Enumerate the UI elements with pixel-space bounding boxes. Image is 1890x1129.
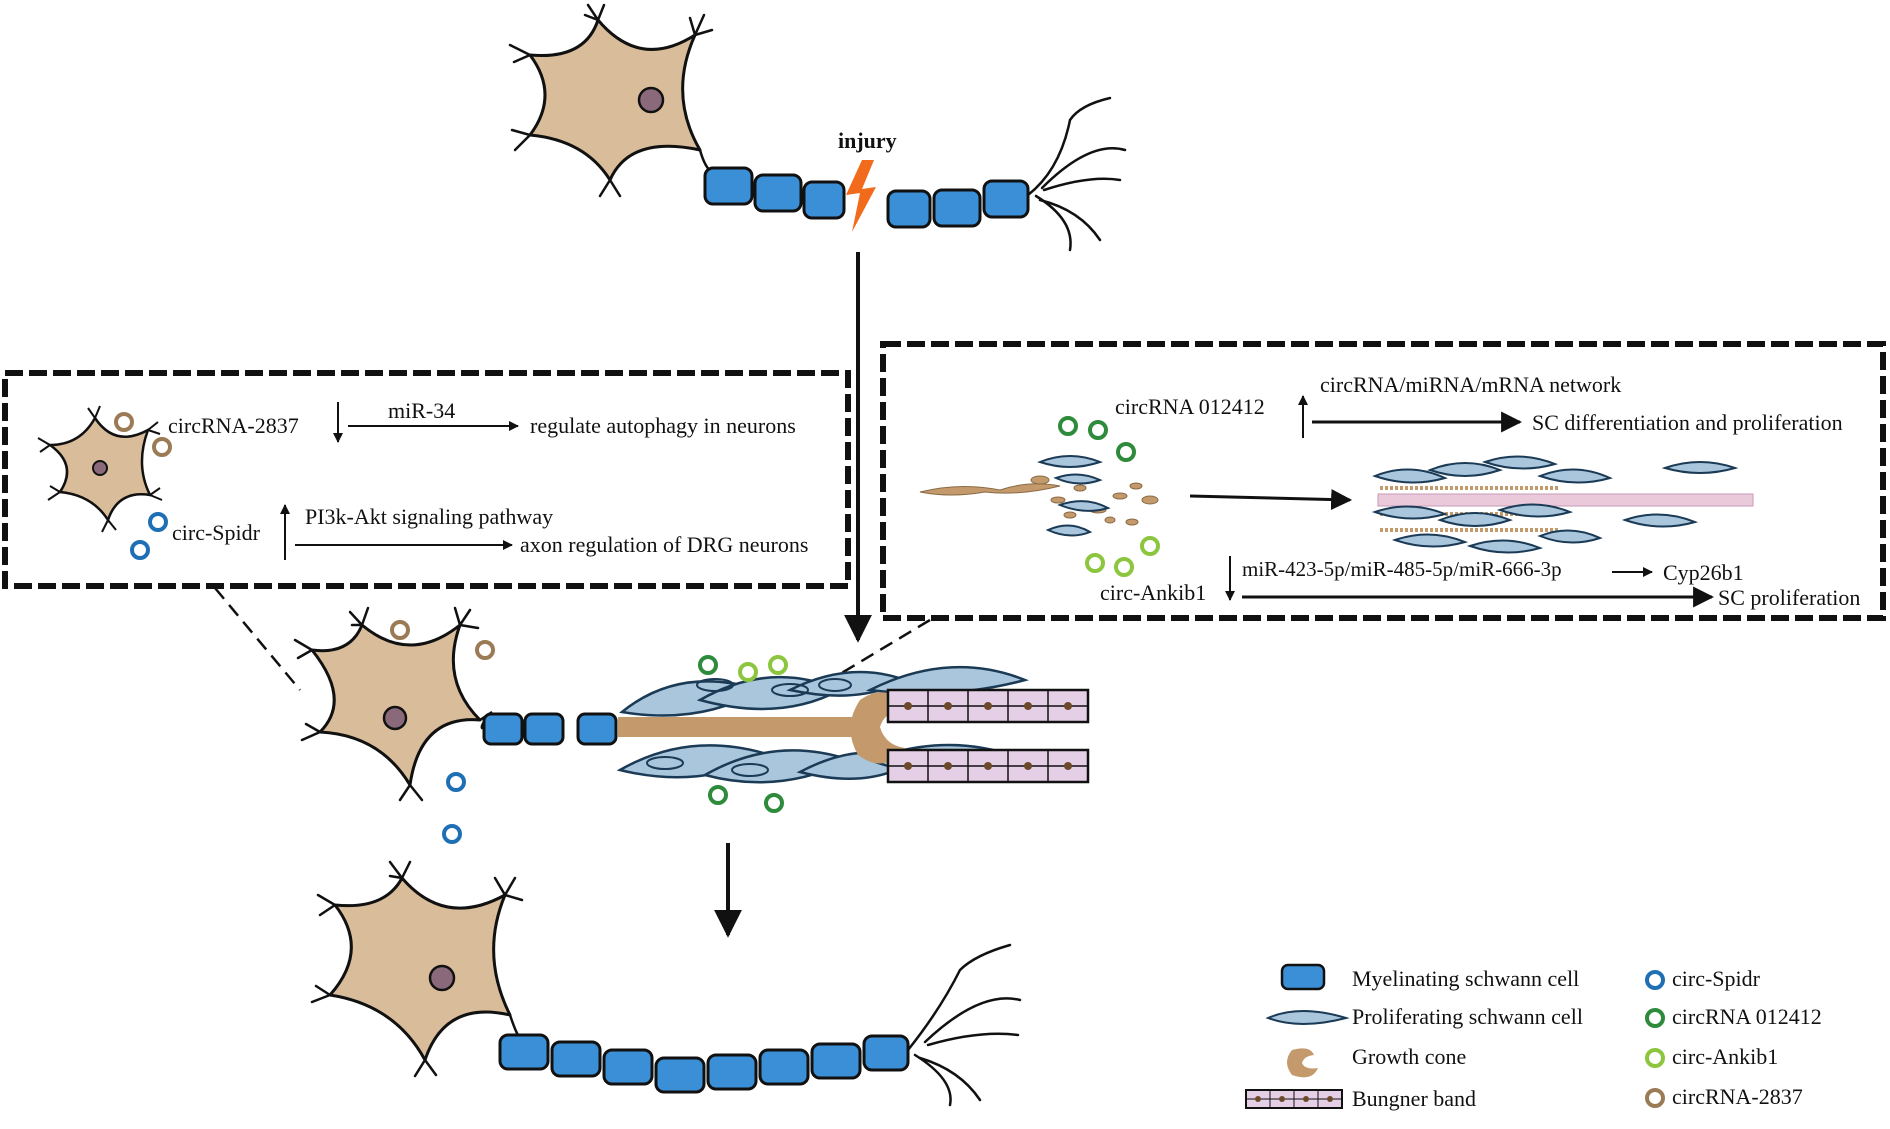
proliferating-cell-icon bbox=[1265, 1010, 1350, 1025]
legend-bungner-label: Bungner band bbox=[1352, 1086, 1476, 1111]
sc-differentiation-label: SC differentiation and proliferation bbox=[1532, 410, 1843, 435]
legend-circ-ankib1-label: circ-Ankib1 bbox=[1672, 1044, 1778, 1069]
circrna-2837-icon bbox=[1645, 1088, 1665, 1108]
mir-34-label: miR-34 bbox=[388, 398, 455, 423]
circ-2837-icon bbox=[152, 437, 172, 457]
circrna-012412-label: circRNA 012412 bbox=[1115, 394, 1265, 419]
bungner-band-icon bbox=[1245, 1089, 1343, 1109]
injury-label: injury bbox=[838, 128, 897, 153]
neuron-nucleus bbox=[637, 86, 665, 114]
network-label: circRNA/miRNA/mRNA network bbox=[1320, 372, 1621, 397]
regenerated-neuron bbox=[310, 860, 1022, 1107]
circ-spidr-icon bbox=[148, 512, 168, 532]
legend-growth-cone-label: Growth cone bbox=[1352, 1044, 1466, 1069]
sc-proliferation-label: SC proliferation bbox=[1718, 585, 1860, 610]
drg-effect-label: axon regulation of DRG neurons bbox=[520, 532, 808, 557]
circrna-012412-icon bbox=[1645, 1008, 1665, 1028]
legend-circrna-012412-label: circRNA 012412 bbox=[1672, 1004, 1822, 1029]
pi3k-akt-label: PI3k-Akt signaling pathway bbox=[305, 504, 553, 529]
transition-arrow bbox=[1189, 489, 1353, 511]
circrna-2837-label: circRNA-2837 bbox=[168, 413, 299, 438]
injured-neuron: injury bbox=[508, 3, 1127, 252]
mirna-list-label: miR-423-5p/miR-485-5p/miR-666-3p bbox=[1242, 557, 1562, 581]
myelin-segment-icon bbox=[1280, 963, 1326, 991]
neuron-soma bbox=[528, 18, 702, 182]
legend-circrna-2837-label: circRNA-2837 bbox=[1672, 1084, 1803, 1109]
circ-ankib1-icon bbox=[1645, 1048, 1665, 1068]
legend: Myelinating schwann cell Proliferating s… bbox=[1245, 963, 1822, 1111]
circ-ankib1-label: circ-Ankib1 bbox=[1100, 580, 1206, 605]
regenerating-neuron bbox=[293, 606, 1090, 844]
legend-circ-spidr-label: circ-Spidr bbox=[1672, 966, 1761, 991]
legend-proliferating-label: Proliferating schwann cell bbox=[1352, 1004, 1583, 1029]
legend-myelinating-label: Myelinating schwann cell bbox=[1352, 966, 1579, 991]
cyp26b1-label: Cyp26b1 bbox=[1663, 560, 1744, 585]
left-callout-box: circRNA-2837 miR-34 regulate autophagy i… bbox=[2, 370, 851, 589]
circ-spidr-label: circ-Spidr bbox=[172, 520, 261, 545]
circ-spidr-icon bbox=[130, 540, 150, 560]
circ-2837-icon bbox=[114, 412, 134, 432]
lightning-icon bbox=[846, 160, 876, 232]
autophagy-effect-label: regulate autophagy in neurons bbox=[530, 413, 796, 438]
growth-cone-icon bbox=[1287, 1048, 1318, 1078]
circ-spidr-icon bbox=[1645, 970, 1665, 990]
right-callout-box: circRNA 012412 circRNA/miRNA/mRNA networ… bbox=[880, 341, 1886, 621]
